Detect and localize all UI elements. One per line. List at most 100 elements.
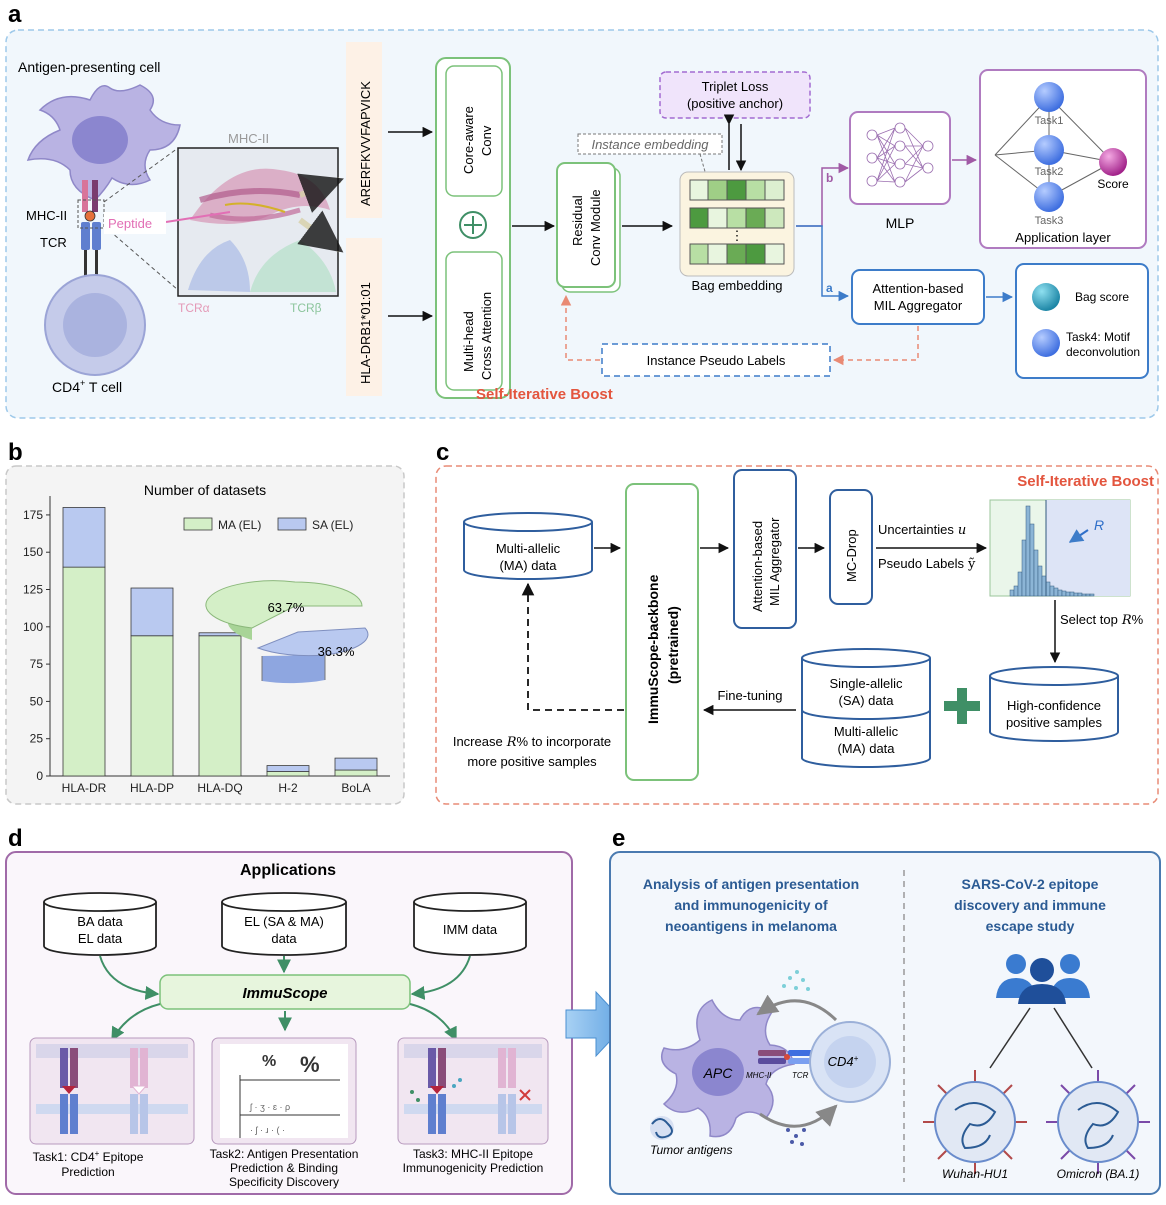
wuhan-text: Wuhan-HU1 — [942, 1167, 1008, 1181]
bar-sa — [198, 632, 242, 637]
tcra-label: TCRα — [178, 301, 210, 315]
increase-text-2: more positive samples — [467, 754, 597, 769]
sa-ma-cylinder-icon — [801, 648, 931, 768]
svg-text:· ʃ · ɹ · ( ·: · ʃ · ɹ · ( · — [250, 1125, 285, 1135]
pseudo-feedback-arrow — [560, 294, 600, 361]
plus-icon — [944, 688, 980, 724]
y-tick-label: 100 — [23, 620, 43, 634]
uncertainty-histogram — [1009, 505, 1095, 597]
svg-text:ʃ · ʒ · ɛ · ρ: ʃ · ʒ · ɛ · ρ — [249, 1102, 290, 1112]
ma2-text: Multi-allelic(MA) data — [834, 724, 899, 756]
sa-text: Single-allelic(SA) data — [830, 676, 903, 708]
pie-label-ma: 63.7% — [268, 600, 305, 615]
bag-score-node-icon — [1032, 283, 1060, 311]
antigen-presenting-cell-icon — [26, 84, 181, 201]
x-tick-label: HLA-DP — [130, 781, 174, 795]
e-mhc-text: MHC-II — [746, 1071, 772, 1080]
arrow — [409, 1003, 457, 1042]
y-tick-label: 75 — [30, 657, 44, 671]
legend-swatch — [277, 517, 307, 531]
structure-arrow — [297, 173, 344, 213]
branch-b-label: b — [826, 171, 833, 185]
apc-cell-icon — [661, 999, 795, 1138]
chart-legend: MA (EL)SA (EL) — [183, 517, 353, 532]
tcr-label: TCR — [40, 235, 67, 250]
finetune-text: Fine-tuning — [717, 688, 782, 703]
c-ma-text: Multi-allelic(MA) data — [496, 541, 561, 573]
structure-arrow — [297, 210, 344, 253]
backbone-box — [625, 483, 699, 781]
ba-data-cylinder-icon — [43, 892, 157, 956]
mlp-box — [849, 111, 951, 205]
bar-sa — [266, 765, 310, 772]
task1-text: Task1 — [1035, 115, 1064, 127]
branch-a-label: a — [826, 281, 833, 295]
imm-text: IMM data — [443, 922, 498, 937]
bar-ma — [266, 771, 310, 777]
bar-ma — [62, 566, 106, 777]
arrow — [410, 955, 471, 1000]
allele-text: HLA-DRB1*01:01 — [358, 282, 373, 384]
y-tick-label: 0 — [36, 769, 43, 783]
task3-node-icon — [1034, 182, 1064, 212]
chart-bars — [62, 507, 378, 777]
core-aware-conv-box — [445, 65, 503, 197]
panel-e-letter: e — [612, 825, 625, 852]
bar-sa — [62, 507, 106, 568]
r-symbol: R — [1094, 517, 1104, 533]
mhc-tcr-complex-icon — [77, 180, 105, 290]
bar-ma — [130, 635, 174, 777]
x-tick-label: H-2 — [278, 781, 298, 795]
tumor-text: Tumor antigens — [650, 1143, 732, 1157]
e-tcr-text: TCR — [792, 1071, 809, 1080]
triplet-loss-box — [659, 71, 811, 119]
apc-text: APC — [703, 1065, 734, 1081]
mlp-text: MLP — [886, 215, 915, 231]
cd4-text: CD4+ — [828, 1054, 859, 1069]
residual-conv-box — [556, 162, 616, 288]
task3-text: Task3 — [1035, 215, 1064, 227]
bar-sa — [130, 587, 174, 637]
allele-box — [346, 238, 382, 396]
task3-immunogenicity-illustration — [397, 1037, 549, 1145]
bar-ma — [334, 769, 378, 777]
connector-line — [989, 1007, 1031, 1069]
el-text: EL (SA & MA)data — [244, 914, 324, 946]
panel-c-letter: c — [436, 439, 449, 466]
ma-data-cylinder-icon — [463, 512, 593, 580]
pie-slice-sa — [256, 627, 369, 657]
y-tick-label: 50 — [30, 694, 44, 708]
task4-node-icon — [1032, 329, 1060, 357]
y-tick-label: 125 — [23, 583, 43, 597]
application-layer-box — [979, 69, 1147, 249]
top-r-region — [1046, 500, 1130, 596]
panel-a-letter: a — [8, 1, 22, 28]
peptide-label-box — [104, 212, 166, 234]
bar-sa — [334, 757, 378, 771]
pseudo-text: Instance Pseudo Labels — [647, 353, 786, 368]
mc-drop-text: MC-Drop — [844, 529, 859, 582]
neural-network-icon — [866, 122, 934, 188]
peptide-seq-text: ARERFKVVFAPVICK — [358, 81, 373, 206]
x-tick-label: HLA-DQ — [197, 781, 242, 795]
bar-ma — [198, 635, 242, 777]
task1-node-icon — [1034, 82, 1064, 112]
bag-emb-text: Bag embedding — [691, 278, 782, 293]
cross-attention-box — [445, 251, 503, 391]
backbone-text: ImmuScope-backbone(pretrained) — [645, 574, 681, 724]
zoom-line — [103, 225, 179, 291]
legend-label: MA (EL) — [218, 518, 261, 532]
immuscope-text: ImmuScope — [242, 985, 327, 1002]
peptide-seq-box — [346, 42, 382, 218]
